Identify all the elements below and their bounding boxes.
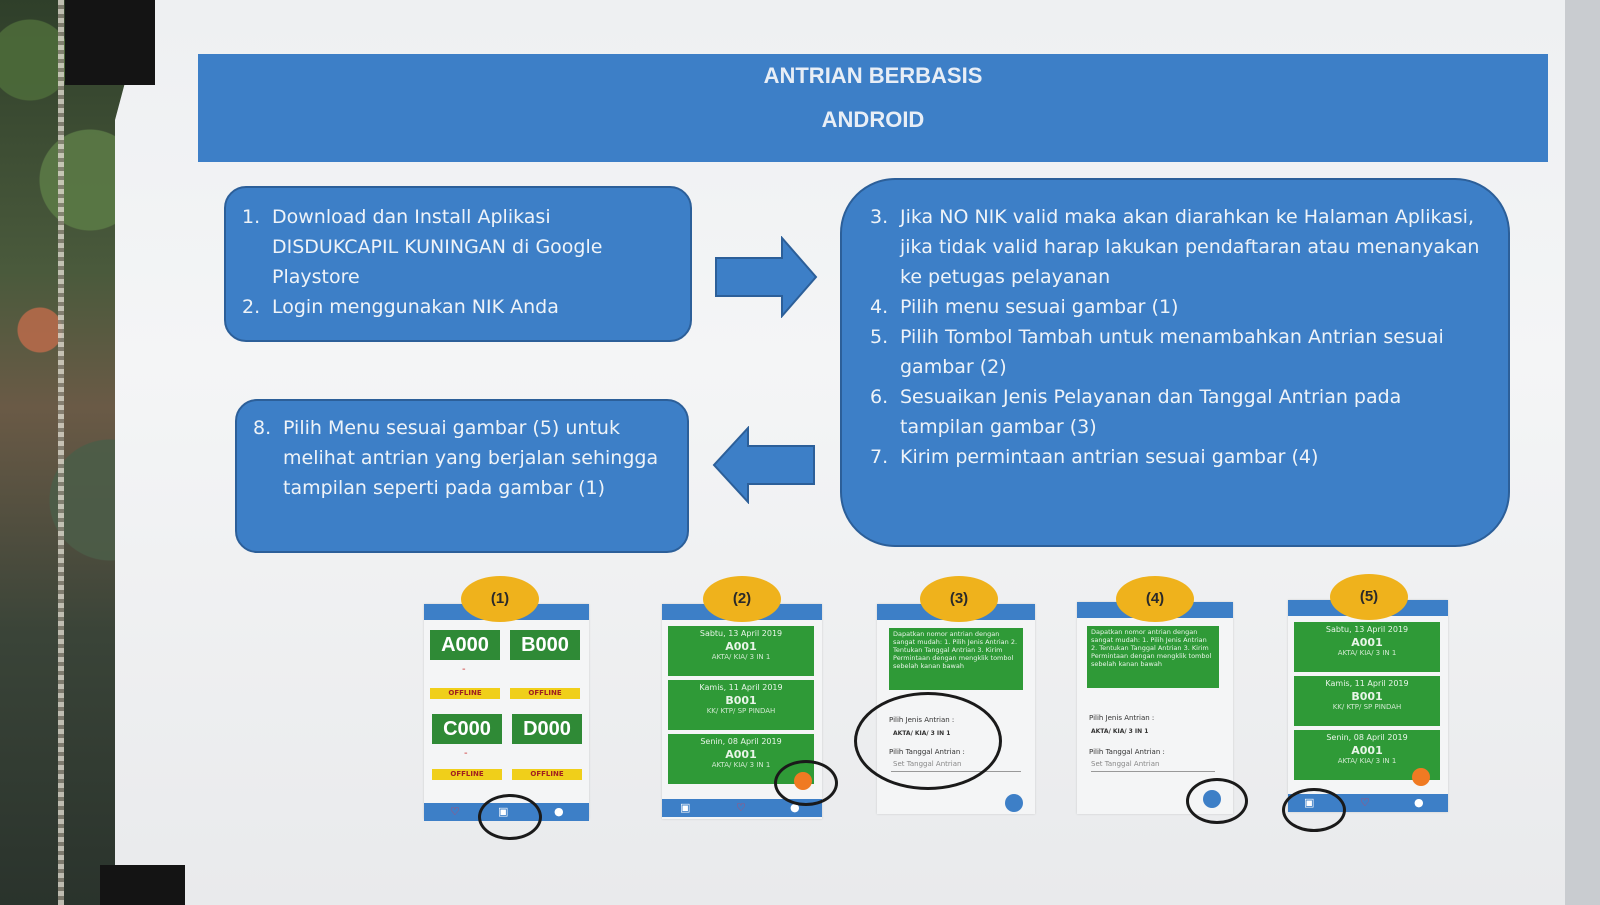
arrow-left-icon (712, 426, 815, 504)
step-item: 2. Login menggunakan NIK Anda (242, 292, 672, 322)
step-text: Pilih menu sesuai gambar (1) (900, 296, 1179, 318)
bead-curtain (58, 0, 64, 905)
queue-service: KK/ KTP/ SP PINDAH (1332, 703, 1402, 711)
queue-service: AKTA/ KIA/ 3 IN 1 (711, 653, 771, 661)
status-badge: OFFLINE (432, 769, 502, 780)
field-label: Pilih Jenis Antrian : (1089, 714, 1155, 722)
tape-top (65, 0, 155, 85)
field-value[interactable]: AKTA/ KIA/ 3 IN 1 (1091, 728, 1149, 735)
steps-box-view: 8. Pilih Menu sesuai gambar (5) untuk mel… (235, 399, 689, 553)
steps-box-queue: 3. Jika NO NIK valid maka akan diarahkan … (840, 178, 1510, 547)
app-screenshot-1: A000 B000 - OFFLINE OFFLINE C000 D000 - … (424, 604, 589, 821)
info-icon[interactable]: ● (790, 801, 800, 814)
queue-date: Kamis, 11 April 2019 (1325, 679, 1409, 688)
info-icon[interactable]: ● (554, 805, 564, 818)
queue-code: A001 (725, 640, 757, 653)
step-text: Kirim permintaan antrian sesuai gambar (… (900, 446, 1319, 468)
queue-date: Senin, 08 April 2019 (1326, 733, 1408, 742)
info-panel: Dapatkan nomor antrian dengan sangat mud… (889, 628, 1023, 690)
steps-box-login: 1. Download dan Install Aplikasi DISDUKCA… (224, 186, 692, 342)
step-number: 2. (242, 296, 261, 318)
info-icon[interactable]: ● (1414, 796, 1424, 809)
step-number: 3. (870, 206, 889, 228)
queue-date: Senin, 08 April 2019 (700, 737, 782, 746)
step-text: Download dan Install Aplikasi DISDUKCAPI… (272, 206, 603, 288)
queue-date: Sabtu, 13 April 2019 (1325, 625, 1409, 634)
step-number: 1. (242, 206, 261, 228)
step-number: 8. (253, 417, 272, 439)
step-badge-3: (3) (920, 576, 998, 622)
step-badge-2: (2) (703, 576, 781, 622)
step-item: 5. Pilih Tombol Tambah untuk menambahkan … (870, 322, 1490, 382)
step-number: 7. (870, 446, 889, 468)
step-item: 6. Sesuaikan Jenis Pelayanan dan Tanggal … (870, 382, 1490, 442)
arrow-right-icon (715, 236, 818, 318)
status-badge: OFFLINE (430, 688, 500, 699)
app-bottom-nav: ▣ ♡ ● (662, 799, 822, 817)
queue-card: Senin, 08 April 2019 A001 AKTA/ KIA/ 3 I… (668, 734, 814, 784)
field-label: Pilih Tanggal Antrian : (1089, 748, 1165, 756)
step-text: Sesuaikan Jenis Pelayanan dan Tanggal An… (900, 386, 1402, 438)
queue-dash: - (464, 748, 468, 759)
queue-code: B001 (1351, 690, 1383, 703)
queue-tile-d: D000 (512, 714, 582, 744)
date-input[interactable]: Set Tanggal Antrian (1091, 760, 1160, 768)
step-text: Jika NO NIK valid maka akan diarahkan ke… (900, 206, 1480, 288)
queue-card: Kamis, 11 April 2019 B001 KK/ KTP/ SP PI… (1294, 676, 1440, 726)
step-text: Pilih Menu sesuai gambar (5) untuk melih… (283, 417, 659, 499)
queue-code: A001 (725, 748, 757, 761)
queue-card: Sabtu, 13 April 2019 A001 AKTA/ KIA/ 3 I… (1294, 622, 1440, 672)
step-number: 5. (870, 326, 889, 348)
poster-title-banner: ANTRIAN BERBASIS ANDROID (198, 54, 1548, 162)
queue-date: Sabtu, 13 April 2019 (699, 629, 783, 638)
queue-date: Kamis, 11 April 2019 (699, 683, 783, 692)
highlight-circle (774, 760, 838, 806)
highlight-circle (478, 794, 542, 840)
screen-icon[interactable]: ▣ (680, 801, 691, 814)
step-number: 4. (870, 296, 889, 318)
heart-icon[interactable]: ♡ (736, 801, 746, 814)
queue-service: AKTA/ KIA/ 3 IN 1 (1337, 757, 1397, 765)
queue-service: AKTA/ KIA/ 3 IN 1 (1337, 649, 1397, 657)
step-item: 7. Kirim permintaan antrian sesuai gambar… (870, 442, 1490, 472)
highlight-circle (1282, 788, 1346, 832)
title-line-2: ANDROID (821, 107, 925, 132)
queue-dash: - (462, 664, 466, 675)
highlight-circle (1186, 778, 1248, 824)
step-number: 6. (870, 386, 889, 408)
heart-icon[interactable]: ♡ (450, 805, 460, 818)
highlight-circle (854, 692, 1002, 790)
tape-bottom (100, 865, 185, 905)
queue-code: A001 (1351, 744, 1383, 757)
queue-service: AKTA/ KIA/ 3 IN 1 (711, 761, 771, 769)
queue-code: A001 (1351, 636, 1383, 649)
queue-code: B001 (725, 694, 757, 707)
step-badge-1: (1) (461, 576, 539, 622)
app-screenshot-5: Sabtu, 13 April 2019 A001 AKTA/ KIA/ 3 I… (1288, 600, 1448, 812)
background-wall (1560, 0, 1600, 905)
step-item: 4. Pilih menu sesuai gambar (1) (870, 292, 1490, 322)
queue-service: KK/ KTP/ SP PINDAH (706, 707, 776, 715)
step-item: 3. Jika NO NIK valid maka akan diarahkan … (870, 202, 1490, 292)
input-underline (1091, 771, 1215, 772)
status-badge: OFFLINE (510, 688, 580, 699)
title-line-1: ANTRIAN BERBASIS (763, 63, 983, 88)
queue-card: Sabtu, 13 April 2019 A001 AKTA/ KIA/ 3 I… (668, 626, 814, 676)
queue-card: Kamis, 11 April 2019 B001 KK/ KTP/ SP PI… (668, 680, 814, 730)
send-button[interactable] (1005, 794, 1023, 812)
info-panel: Dapatkan nomor antrian dengan sangat mud… (1087, 626, 1219, 688)
step-item: 1. Download dan Install Aplikasi DISDUKCA… (242, 202, 672, 292)
queue-tile-a: A000 (430, 630, 500, 660)
step-badge-5: (5) (1330, 574, 1408, 620)
step-badge-4: (4) (1116, 576, 1194, 622)
add-button[interactable] (1412, 768, 1430, 786)
queue-tile-c: C000 (432, 714, 502, 744)
step-item: 8. Pilih Menu sesuai gambar (5) untuk mel… (253, 413, 673, 503)
step-text: Login menggunakan NIK Anda (272, 296, 559, 318)
step-text: Pilih Tombol Tambah untuk menambahkan An… (900, 326, 1444, 378)
queue-tile-b: B000 (510, 630, 580, 660)
heart-icon[interactable]: ♡ (1360, 796, 1370, 809)
status-badge: OFFLINE (512, 769, 582, 780)
